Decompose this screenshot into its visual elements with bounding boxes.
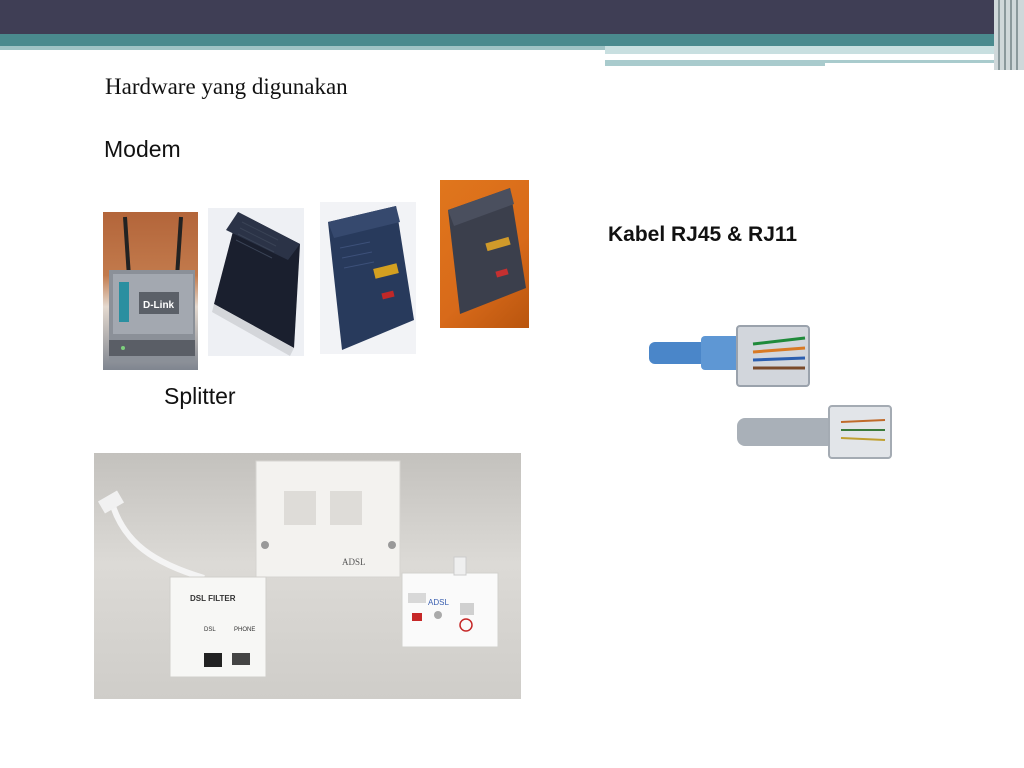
slide-title: Hardware yang digunakan [105, 74, 348, 99]
header-teal-underline [0, 46, 605, 50]
filter-phone-text: PHONE [234, 627, 255, 633]
modem-label: Modem [104, 136, 181, 162]
modem-photo-dlink: D-Link [103, 212, 198, 370]
header-white-strip [610, 56, 950, 58]
modem-photo-orange [440, 180, 529, 328]
modem-photo-blue [320, 202, 416, 354]
filter-title-text: DSL FILTER [190, 594, 236, 603]
header-accent-right [605, 46, 1000, 54]
header-corner-ornament [994, 0, 1024, 70]
header-dark-bar [0, 0, 1024, 34]
cable-photo [645, 320, 915, 470]
splitter-label: Splitter [164, 383, 236, 409]
adsl-plate-text: ADSL [342, 557, 366, 567]
modem-photo-black [208, 208, 304, 356]
adsl-box-text: ADSL [428, 598, 449, 607]
header-accent-right-thin [825, 60, 1000, 63]
kabel-label: Kabel RJ45 & RJ11 [608, 223, 798, 246]
splitter-photo: ADSL DSL FILTER DSL PHONE ADSL [94, 453, 521, 699]
header-accent-right-lower [605, 60, 825, 66]
filter-dsl-text: DSL [204, 627, 216, 633]
modem-brand-text: D-Link [143, 300, 175, 311]
header-teal-bar [0, 34, 1024, 46]
